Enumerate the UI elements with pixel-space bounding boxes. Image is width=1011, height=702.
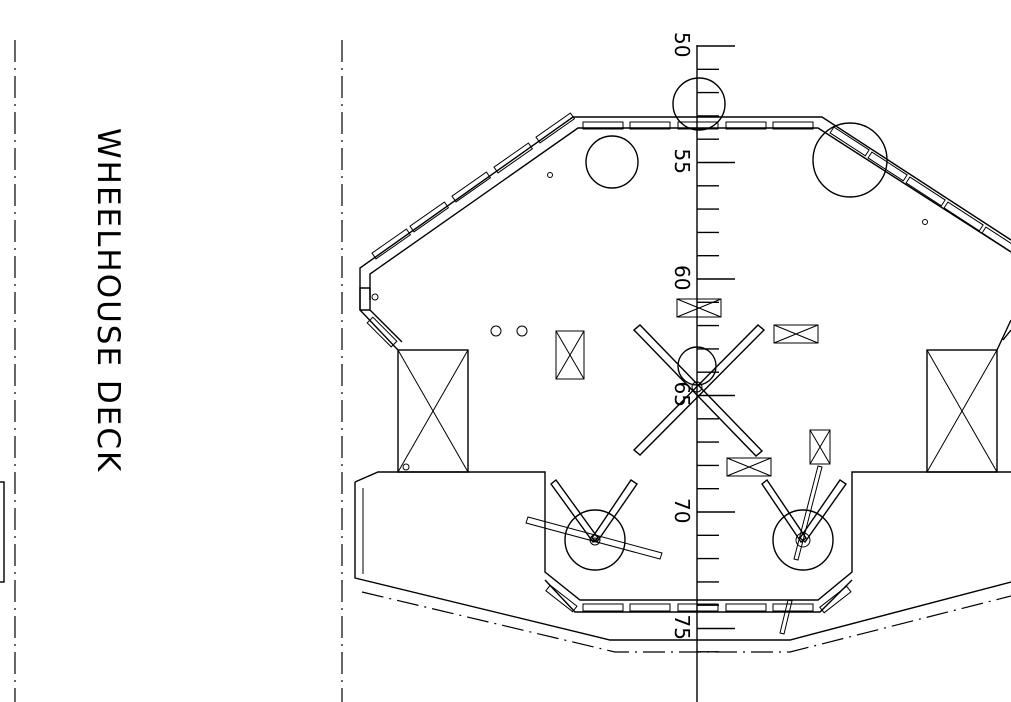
right-side-console [926,349,998,473]
box-left-center [555,330,585,380]
indicator-circle-2 [516,325,528,337]
frame-label-65: 65 [670,382,694,407]
lower-deck-outline [354,471,1011,601]
upper-left-circle [585,135,639,189]
left-side-window [366,316,398,348]
left-bolt [371,293,379,301]
frame-label-60: 60 [670,265,694,290]
deck-outline-inner [369,127,1011,300]
small-dot-left [547,172,553,178]
right-diagonal-windows [829,126,1011,257]
left-helm-chair [525,478,663,571]
frame-label-70: 70 [670,498,694,523]
frame-scale-labels: 50 55 60 65 70 75 [670,32,694,640]
frame-label-55: 55 [670,149,694,174]
box-lower-center [726,457,772,477]
center-cross-arms [632,324,766,457]
lower-deck-left-wall [354,482,1011,641]
frame-scale-ticks [697,45,735,653]
edge-fragment [0,481,5,583]
left-diagonal-windows [371,112,576,260]
box-right-vertical [809,429,831,465]
bottom-windows [545,584,852,614]
top-center-circle [672,77,726,131]
left-side-wall [359,287,403,351]
lower-left-bolt [402,463,410,471]
drawing-title: WHEELHOUSE DECK [90,128,126,473]
upper-right-circle [812,122,888,198]
small-dot-right [922,219,928,225]
bottom-window-frame [544,579,853,613]
box-right-upper [773,324,819,344]
frame-label-75: 75 [670,615,694,640]
right-side-wall [996,319,1011,351]
hull-line-left [361,591,1011,653]
frame-label-50: 50 [670,32,694,57]
top-windows [582,121,814,130]
left-side-console [397,349,469,473]
indicator-circle-1 [490,325,502,337]
right-helm-chair [761,465,847,635]
